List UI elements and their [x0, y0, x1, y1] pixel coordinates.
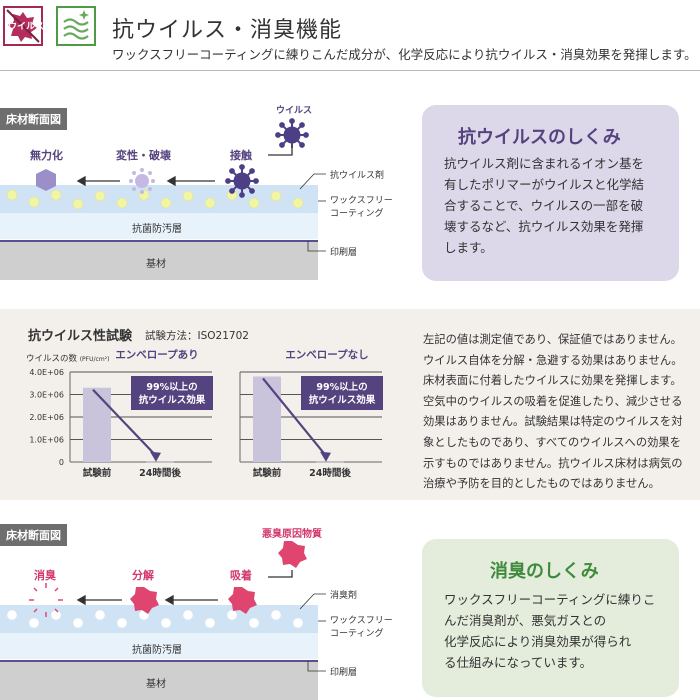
page-subtitle: ワックスフリーコーティングに練りこんだ成分が、化学反応により抗ウイルス・消臭効果… — [112, 47, 697, 62]
page-title: 抗ウイルス・消臭機能 — [112, 18, 343, 43]
anti-virus-agent-particles — [6, 189, 304, 210]
y-tick-label: 1.0E+06 — [29, 436, 64, 445]
antibacterial-layer — [0, 213, 318, 239]
label-denature: 変性・破壊 — [116, 149, 171, 162]
y-axis-label: ウイルスの数 (PFU/cm²) — [26, 354, 110, 364]
bar — [146, 461, 174, 463]
y-tick-label: 2.0E+06 — [29, 413, 64, 422]
virus-cross-section-diagram — [0, 118, 326, 280]
label-inactivate: 無力化 — [30, 149, 63, 162]
test-method: 試験方法：ISO21702 — [145, 330, 249, 342]
coating-layer — [0, 605, 318, 633]
effect-badge-line2: 抗ウイルス効果 — [309, 394, 376, 406]
test-disclaimer-text: 左記の値は測定値であり、保証値ではありません。 ウイルス自体を分解・急避する効果… — [423, 333, 683, 491]
label-contact: 接触 — [230, 149, 252, 162]
info-box-title: 抗ウイルスのしくみ — [458, 127, 621, 148]
info-box-title: 消臭のしくみ — [490, 561, 599, 582]
denatured-virus-shape — [129, 168, 155, 194]
callout-deodorant: 消臭剤 — [330, 591, 358, 601]
odor-molecule-shape — [278, 541, 307, 568]
anti-virus-test-chart: 0 1.0E+06 2.0E+06 3.0E+06 4.0E+06 エンベロープあり試験前… — [29, 348, 383, 479]
deodorant-sparkle-icon — [56, 6, 96, 46]
x-tick-label: 試験前 — [253, 467, 282, 479]
decomposed-molecule-shape — [130, 587, 159, 614]
contact-virus-shape — [225, 164, 259, 198]
info-box-text: 抗ウイルス剤に含まれるイオン基を 有したポリマーがウイルスと化学結 合することで… — [444, 156, 645, 255]
chart-title: エンベロープあり — [115, 348, 198, 361]
deodorize-info-box: 消臭のしくみ ワックスフリーコーティングに練りこ んだ消臭剤が、悪気ガスとの 化… — [422, 539, 679, 697]
x-tick-label: 試験前 — [83, 467, 112, 479]
layer-label-antibacterial: 抗菌防汚層 — [132, 645, 182, 656]
label-deodorize: 消臭 — [34, 569, 56, 582]
odor-cross-section-tag: 床材断面図 — [0, 524, 67, 546]
effect-badge-line1: 99%以上の — [146, 381, 197, 393]
cross-section-tag: 床材断面図 — [0, 108, 67, 130]
layer-label-antibacterial: 抗菌防汚層 — [132, 224, 182, 235]
effect-badge-line1: 99%以上の — [316, 381, 367, 393]
y-tick-label: 4.0E+06 — [29, 368, 64, 377]
label-adsorb: 吸着 — [230, 569, 252, 582]
test-title: 抗ウイルス性試験 — [28, 329, 133, 344]
label-virus: ウイルス — [276, 106, 313, 116]
odor-cross-section-diagram — [0, 541, 326, 700]
inactivated-virus-shape — [36, 169, 56, 191]
header-divider — [0, 70, 700, 71]
deodorant-particles — [6, 609, 304, 629]
decline-arrow-line — [262, 377, 327, 457]
callout-anti-virus-agent: 抗ウイルス剤 — [330, 171, 385, 181]
y-tick-label: 0 — [59, 458, 64, 467]
badge-label: ウイルス — [8, 22, 45, 32]
info-box-text: ワックスフリーコーティングに練りこ んだ消臭剤が、悪気ガスとの 化学反応により消… — [444, 592, 656, 670]
x-tick-label: 24時間後 — [309, 467, 351, 479]
decline-arrow-line — [92, 388, 157, 457]
deodorized-burst-shape — [29, 583, 63, 617]
antibacterial-layer — [0, 633, 318, 659]
callout-coating-2: コーティング — [330, 629, 384, 639]
label-odor-source: 悪臭原因物質 — [262, 529, 322, 540]
decline-arrow-head — [150, 451, 161, 462]
incoming-virus-shape — [275, 118, 309, 148]
base-layer — [0, 662, 318, 700]
base-layer — [0, 242, 318, 280]
callout-coating-2: コーティング — [330, 209, 384, 219]
callout-coating-1: ワックスフリー — [330, 616, 393, 626]
effect-badge — [131, 376, 213, 410]
effect-badge — [301, 376, 383, 410]
x-tick-label: 24時間後 — [139, 467, 181, 479]
callout-print-layer: 印刷層 — [330, 248, 358, 258]
bar — [316, 461, 344, 463]
anti-virus-badge-icon: ウイルス — [3, 6, 45, 46]
layer-label-base: 基材 — [146, 679, 166, 690]
callout-print-layer: 印刷層 — [330, 668, 358, 678]
anti-virus-info-box: 抗ウイルスのしくみ 抗ウイルス剤に含まれるイオン基を 有したポリマーがウイルスと… — [422, 105, 679, 281]
bar — [253, 376, 281, 462]
layer-label-base: 基材 — [146, 259, 166, 270]
adsorbed-molecule-shape — [228, 587, 257, 614]
chart-title: エンベロープなし — [285, 348, 368, 361]
y-tick-label: 3.0E+06 — [29, 391, 64, 400]
callout-coating-1: ワックスフリー — [330, 196, 393, 206]
decline-arrow-head — [320, 451, 331, 462]
effect-badge-line2: 抗ウイルス効果 — [139, 394, 206, 406]
label-decompose: 分解 — [132, 569, 154, 582]
bar — [83, 387, 111, 462]
